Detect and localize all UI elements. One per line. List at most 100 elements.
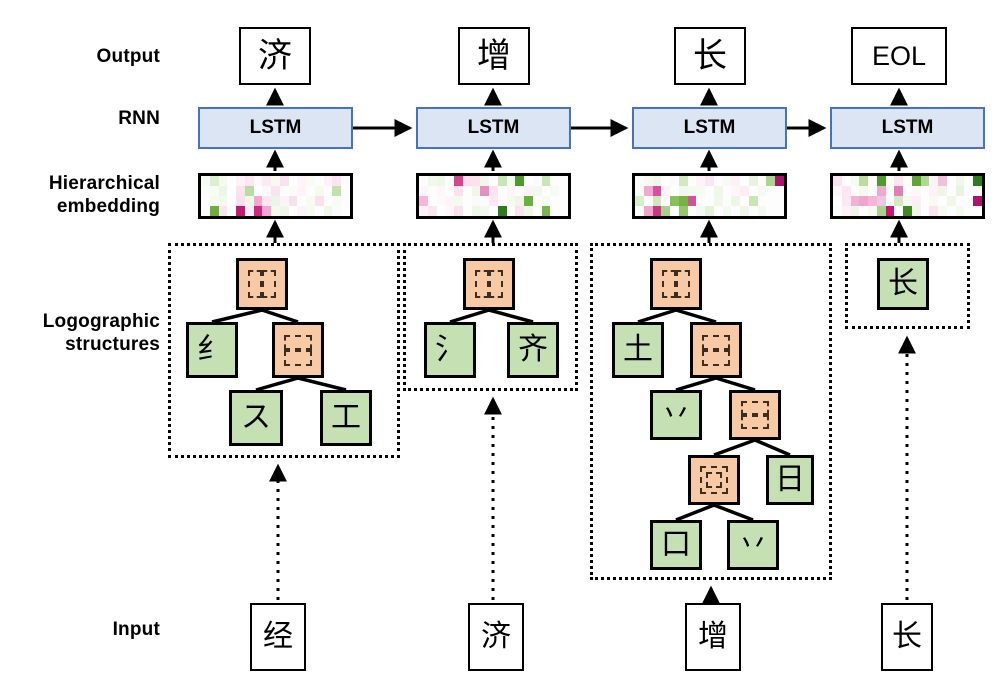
heatmap-cell	[480, 186, 490, 196]
heatmap-cell	[436, 176, 446, 186]
heatmap-cell	[436, 186, 446, 196]
tree2-node-root	[463, 258, 515, 310]
output-label-1: 济	[258, 36, 292, 76]
ids-left-right-icon	[475, 269, 503, 299]
ids-enclosure-icon	[700, 466, 728, 494]
heatmap-cell	[841, 186, 851, 196]
heatmap-cell	[462, 186, 472, 196]
tree1-glyph-d: 工	[331, 400, 361, 435]
heatmap-cell	[920, 186, 930, 196]
logographic-group-3	[590, 243, 832, 580]
tree3-node-e	[688, 455, 740, 505]
heatmap-cell	[920, 176, 930, 186]
heatmap-cell	[841, 196, 851, 206]
tree3-glyph-h: 丷	[738, 527, 768, 562]
ids-top-bottom-icon	[702, 334, 730, 366]
heatmap-cell	[462, 176, 472, 186]
heatmap-cell	[288, 176, 298, 186]
heatmap-cell	[757, 206, 767, 216]
heatmap-cell	[489, 176, 498, 186]
heatmap-cell	[740, 176, 749, 186]
heatmap-cell	[635, 176, 644, 186]
heatmap-cell	[894, 176, 904, 186]
heatmap-cell	[489, 186, 498, 196]
heatmap-cell	[757, 186, 767, 196]
heatmap-cell	[876, 186, 886, 196]
heatmap-cell	[713, 206, 723, 216]
heatmap-cell	[850, 176, 860, 186]
heatmap-cell	[850, 206, 860, 216]
heatmap-cell	[454, 206, 463, 216]
heatmap-cell	[471, 196, 481, 206]
heatmap-cell	[766, 206, 776, 216]
heatmap-cell	[550, 206, 560, 216]
heatmap-cell	[227, 196, 237, 206]
heatmap-cell	[911, 196, 921, 206]
heatmap-cell	[946, 176, 956, 186]
heatmap-cell	[209, 206, 219, 216]
heatmap-cell	[559, 186, 568, 196]
heatmap-cell	[766, 186, 776, 196]
heatmap-cell	[262, 186, 272, 196]
lstm-label-1: LSTM	[249, 117, 302, 138]
embedding-heatmap-2	[416, 173, 571, 219]
heatmap-cell	[506, 196, 516, 206]
heatmap-cell	[868, 186, 877, 196]
heatmap-cell	[541, 196, 551, 206]
embedding-heatmap-1	[198, 173, 353, 219]
group-to-embedding-arrows	[265, 219, 908, 243]
heatmap-cell	[938, 186, 947, 196]
heatmap-cell	[314, 186, 324, 196]
heatmap-cell	[635, 206, 644, 216]
heatmap-cell	[271, 176, 280, 186]
embedding-grid-4	[833, 176, 982, 216]
heatmap-cell	[722, 186, 732, 196]
heatmap-cell	[643, 176, 653, 186]
output-box-1: 济	[239, 27, 311, 85]
heatmap-cell	[713, 196, 723, 206]
tree3-node-root	[650, 258, 702, 310]
embedding-heatmap-4	[830, 173, 985, 219]
ids-left-right-icon	[662, 269, 690, 299]
heatmap-cell	[427, 206, 437, 216]
heatmap-cell	[515, 186, 525, 196]
heatmap-cell	[643, 206, 653, 216]
tree1-glyph-c: ス	[241, 400, 271, 435]
heatmap-cell	[964, 176, 974, 186]
heatmap-cell	[859, 206, 869, 216]
tree3-glyph-a: 土	[623, 332, 653, 367]
heatmap-cell	[903, 176, 912, 186]
heatmap-cell	[670, 186, 679, 196]
heatmap-cell	[652, 186, 662, 196]
heatmap-cell	[419, 186, 428, 196]
heatmap-cell	[480, 176, 490, 186]
heatmap-cell	[218, 196, 228, 206]
tree3-node-c: 丷	[650, 390, 702, 440]
tree2-glyph-b: 齐	[518, 332, 548, 367]
heatmap-cell	[524, 206, 533, 216]
heatmap-cell	[253, 176, 263, 186]
heatmap-cell	[541, 176, 551, 186]
heatmap-cell	[332, 176, 342, 186]
heatmap-cell	[748, 176, 758, 186]
heatmap-cell	[297, 186, 307, 196]
heatmap-cell	[643, 186, 653, 196]
heatmap-cell	[244, 196, 254, 206]
embedding-to-lstm-arrows	[265, 149, 908, 171]
ids-top-bottom-icon	[741, 401, 769, 429]
heatmap-cell	[515, 206, 525, 216]
heatmap-cell	[705, 186, 714, 196]
heatmap-cell	[955, 196, 965, 206]
heatmap-cell	[964, 186, 974, 196]
tree3-node-b	[690, 322, 742, 378]
heatmap-cell	[236, 186, 245, 196]
input-label-4: 长	[892, 619, 922, 654]
heatmap-cell	[876, 206, 886, 216]
heatmap-cell	[262, 176, 272, 186]
heatmap-cell	[731, 176, 741, 186]
heatmap-cell	[462, 206, 472, 216]
heatmap-cell	[497, 186, 507, 196]
heatmap-cell	[209, 196, 219, 206]
heatmap-cell	[218, 186, 228, 196]
heatmap-cell	[297, 206, 307, 216]
